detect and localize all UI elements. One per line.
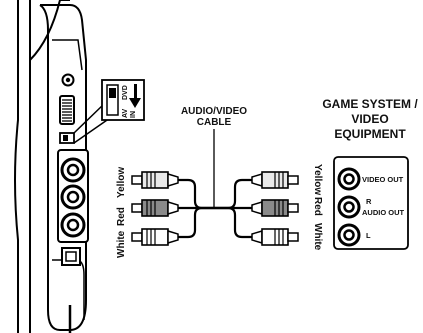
right-label-red: Red xyxy=(312,197,323,216)
equipment-title-line2: VIDEO xyxy=(351,112,388,126)
cable-label-line1: AUDIO/VIDEO xyxy=(181,106,247,117)
equipment-title-line1: GAME SYSTEM / xyxy=(322,97,418,111)
right-plug-red[interactable] xyxy=(251,199,299,217)
cable-label-line2: CABLE xyxy=(197,117,232,128)
equipment-title-line3: EQUIPMENT xyxy=(334,127,406,141)
right-plug-white[interactable] xyxy=(251,228,299,246)
headphone-jack xyxy=(61,73,75,87)
switch-in-label: IN xyxy=(130,111,137,118)
left-label-yellow: Yellow xyxy=(116,167,127,198)
video-out-label: VIDEO OUT xyxy=(362,175,404,184)
av-input-jack[interactable] xyxy=(60,184,86,210)
video-out-jack[interactable] xyxy=(337,167,361,191)
right-label-yellow: Yellow xyxy=(312,164,323,195)
left-label-white: White xyxy=(116,230,127,258)
switch-av-label: AV xyxy=(122,108,129,118)
left-plug-white[interactable] xyxy=(131,228,179,246)
av-input-jack[interactable] xyxy=(60,212,86,238)
left-label-red: Red xyxy=(116,207,127,226)
right-plug-yellow[interactable] xyxy=(251,171,299,189)
audio-out-label: AUDIO OUT xyxy=(362,208,405,217)
arrow-down-icon xyxy=(129,98,141,108)
switch-callout: DVD AV IN xyxy=(73,79,145,144)
left-plug-red[interactable] xyxy=(131,199,179,217)
cable-wires xyxy=(178,178,252,239)
audio-out-l-jack[interactable] xyxy=(337,223,361,247)
audio-l-label: L xyxy=(366,231,371,240)
mode-switch[interactable] xyxy=(59,132,75,144)
left-plug-yellow[interactable] xyxy=(131,171,179,189)
av-input-jack[interactable] xyxy=(60,157,86,183)
switch-dvd-label: DVD xyxy=(122,85,129,100)
audio-r-label: R xyxy=(366,197,372,206)
audio-out-r-jack[interactable] xyxy=(337,195,361,219)
volume-wheel[interactable] xyxy=(59,95,75,125)
right-label-white: White xyxy=(312,223,323,251)
equipment-output-panel: VIDEO OUT R AUDIO OUT L xyxy=(333,156,409,250)
av-input-panel xyxy=(57,149,89,243)
dc-input-port xyxy=(61,247,81,266)
